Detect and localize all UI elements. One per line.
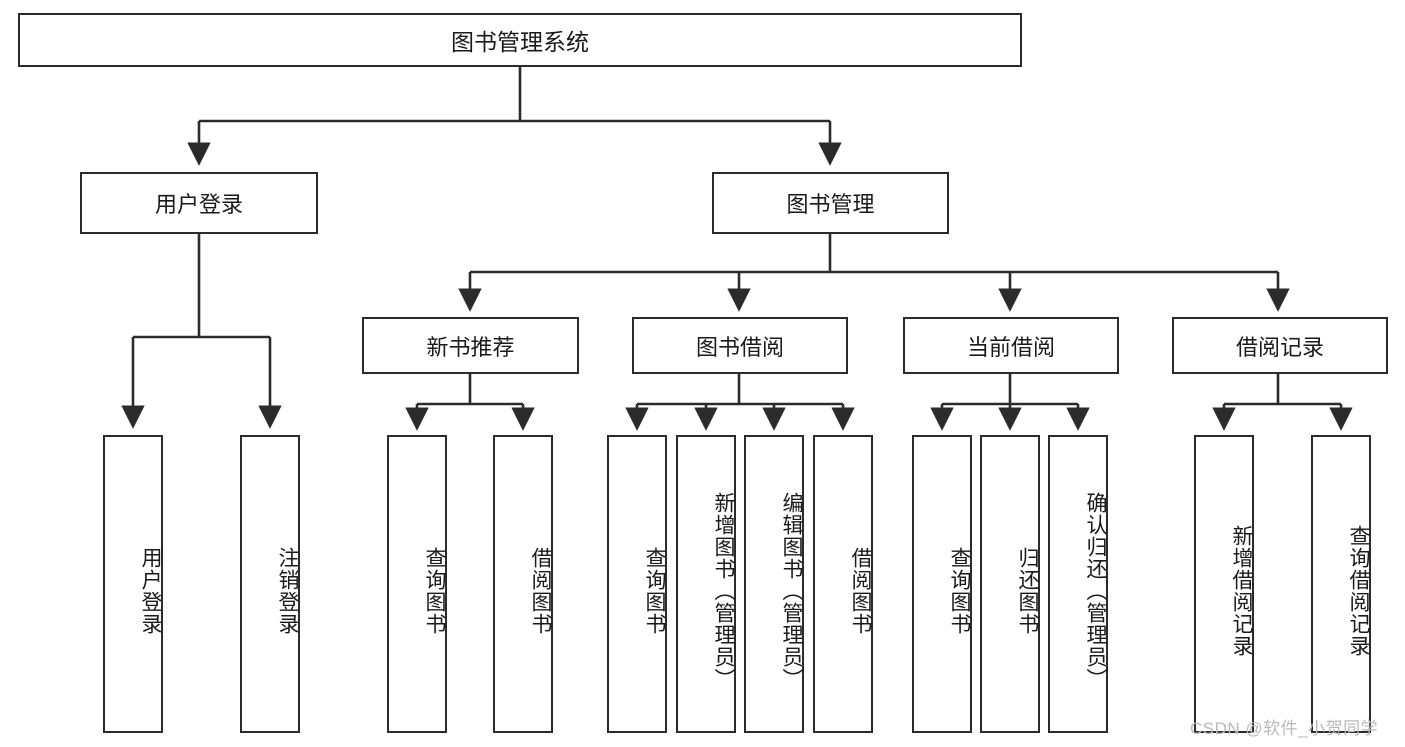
leaf-edit-book-admin[interactable]: 编辑图书（管理员） [744, 435, 804, 733]
node-label: 新书推荐 [426, 334, 515, 360]
leaf-query-borrow-record[interactable]: 查询借阅记录 [1311, 435, 1371, 733]
node-label: 借阅图书 [529, 547, 552, 635]
node-label: 借阅图书 [849, 547, 872, 635]
node-label: 图书借阅 [695, 334, 784, 360]
node-label: 图书管理 [786, 192, 875, 217]
node-label: 用户登录 [154, 192, 243, 217]
node-label: 编辑图书（管理员） [780, 492, 803, 690]
node-label: 查询图书 [423, 547, 446, 635]
node-label: 查询借阅记录 [1347, 525, 1370, 657]
node-borrow-record[interactable]: 借阅记录 [1172, 317, 1388, 374]
node-new-book-recommend[interactable]: 新书推荐 [362, 317, 579, 374]
node-label: 图书管理系统 [451, 29, 589, 55]
node-label: 新增借阅记录 [1230, 525, 1253, 657]
node-label: 当前借阅 [966, 334, 1055, 360]
node-book-borrow[interactable]: 图书借阅 [632, 317, 848, 374]
node-label: 确认归还（管理员） [1084, 492, 1107, 690]
leaf-borrow-book[interactable]: 借阅图书 [813, 435, 873, 733]
node-label: 查询图书 [643, 547, 666, 635]
leaf-add-borrow-record[interactable]: 新增借阅记录 [1194, 435, 1254, 733]
leaf-confirm-return-admin[interactable]: 确认归还（管理员） [1048, 435, 1108, 733]
leaf-add-book-admin[interactable]: 新增图书（管理员） [676, 435, 736, 733]
leaf-user-logout[interactable]: 注销登录 [240, 435, 300, 733]
node-label: 用户登录 [139, 547, 162, 635]
node-root-system[interactable]: 图书管理系统 [18, 13, 1022, 67]
node-user-login[interactable]: 用户登录 [80, 172, 318, 234]
node-label: 新增图书（管理员） [712, 492, 735, 690]
watermark-text: CSDN @软件_小贺同学 [1190, 719, 1379, 738]
node-label: 查询图书 [948, 547, 971, 635]
node-label: 借阅记录 [1235, 334, 1324, 360]
leaf-borrow-book-recommend[interactable]: 借阅图书 [493, 435, 553, 733]
leaf-return-book[interactable]: 归还图书 [980, 435, 1040, 733]
leaf-query-book-borrow[interactable]: 查询图书 [607, 435, 667, 733]
node-book-management[interactable]: 图书管理 [712, 172, 949, 234]
node-current-borrow[interactable]: 当前借阅 [903, 317, 1119, 374]
leaf-query-book-recommend[interactable]: 查询图书 [387, 435, 447, 733]
node-label: 注销登录 [276, 547, 299, 635]
leaf-query-book-current[interactable]: 查询图书 [912, 435, 972, 733]
leaf-user-login[interactable]: 用户登录 [103, 435, 163, 733]
node-label: 归还图书 [1016, 547, 1039, 635]
